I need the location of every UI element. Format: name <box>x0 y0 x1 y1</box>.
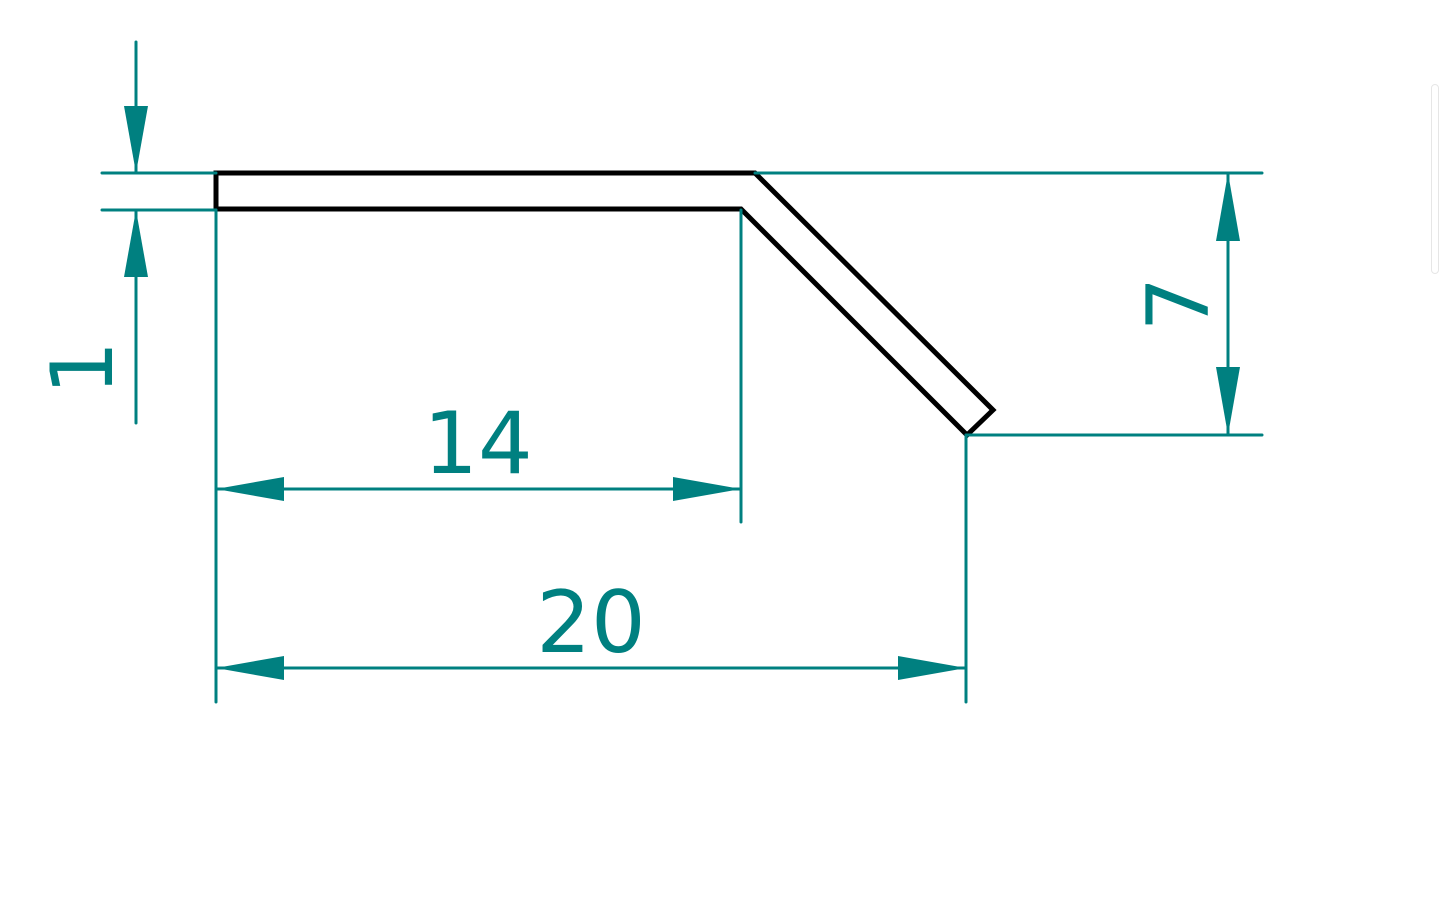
extension-lines <box>100 171 1264 704</box>
arrow-overall-length-right <box>898 656 966 680</box>
dim-label-inner-length: 14 <box>423 394 532 494</box>
arrow-thickness-bottom <box>124 210 148 277</box>
arrow-height-top <box>1216 173 1240 241</box>
arrow-inner-length-right <box>673 477 741 501</box>
arrow-height-bottom <box>1216 367 1240 435</box>
dim-label-height: 7 <box>1129 277 1229 332</box>
arrow-inner-length-left <box>216 477 284 501</box>
profile-outer-edge <box>213 170 997 439</box>
profile-outline <box>213 170 997 439</box>
dimension-thickness: 1 <box>33 40 148 425</box>
dimension-overall-length: 20 <box>214 573 968 680</box>
dim-label-overall-length: 20 <box>536 573 645 673</box>
dim-label-thickness: 1 <box>33 341 133 396</box>
arrow-thickness-top <box>124 106 148 173</box>
arrow-overall-length-left <box>216 656 284 680</box>
dimension-inner-length: 14 <box>214 394 743 501</box>
scrollbar-handle[interactable] <box>1431 84 1439 274</box>
dimension-height: 7 <box>1129 171 1240 437</box>
